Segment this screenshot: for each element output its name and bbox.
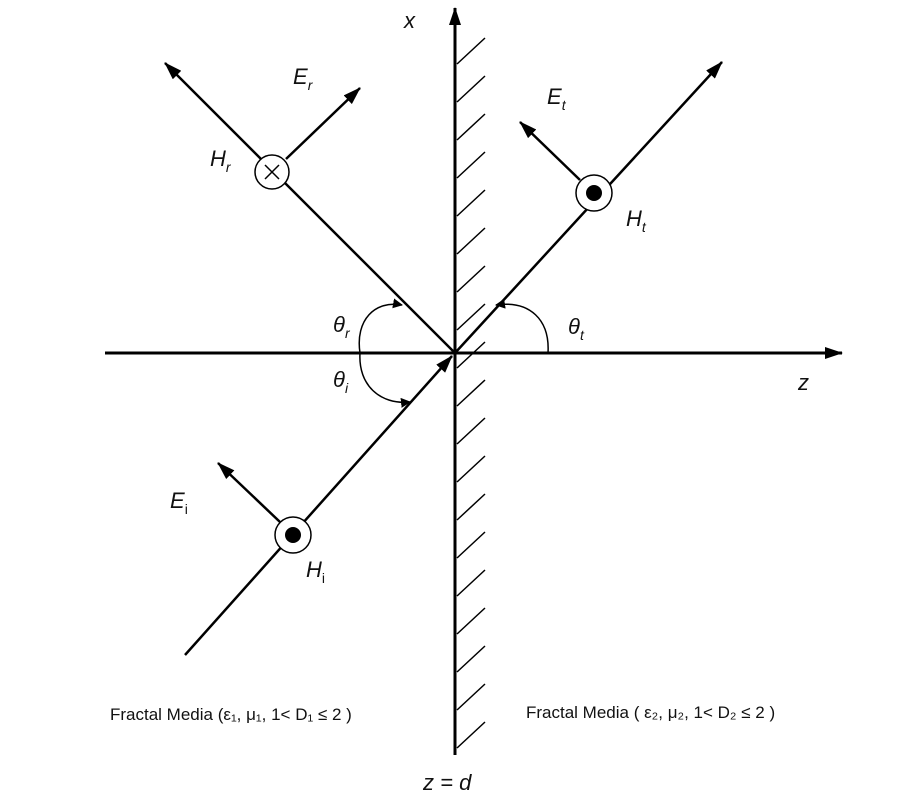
reflected-E-label: Er — [293, 64, 314, 93]
theta-i-arc — [359, 352, 411, 408]
incident-ray — [184, 355, 453, 656]
incident-H-out-of-page-icon — [274, 516, 312, 554]
incident-E-label: Ei — [170, 488, 188, 517]
hatch-line — [456, 341, 486, 369]
label-sub: i — [185, 501, 188, 517]
hatch-line — [456, 531, 486, 559]
theta-t-label: θt — [568, 314, 585, 343]
label-main: θ — [333, 367, 345, 392]
reflected-ray — [164, 62, 456, 354]
label-sub: i — [322, 570, 325, 586]
reflected-H-label: Hr — [210, 146, 232, 175]
label-main: H — [210, 146, 226, 171]
hatch-line — [456, 455, 486, 483]
transmitted-H-label: Ht — [626, 206, 647, 235]
left-medium-label: Fractal Media (ε₁, μ₁, 1< D₁ ≤ 2 ) — [110, 705, 352, 724]
hatch-line — [456, 493, 486, 521]
hatch-line — [456, 303, 486, 331]
label-sub: r — [226, 159, 232, 175]
label-sub: t — [642, 219, 647, 235]
label-sub: t — [562, 97, 567, 113]
boundary-hatching — [456, 37, 486, 749]
z-axis-label: z — [797, 370, 809, 395]
hatch-line — [456, 645, 486, 673]
transmitted-E-label: Et — [547, 84, 567, 113]
label-main: θ — [333, 312, 345, 337]
incident-E-arrow — [217, 462, 281, 523]
x-axis-label: x — [403, 8, 416, 33]
transmitted-E-arrow — [519, 121, 581, 181]
label-main: E — [170, 488, 185, 513]
label-sub: i — [345, 380, 349, 396]
right-medium-label: Fractal Media ( ε₂, μ₂, 1< D₂ ≤ 2 ) — [526, 703, 775, 722]
reflected-H-into-page-icon — [254, 154, 290, 190]
hatch-line — [456, 151, 486, 179]
theta-r-arc — [358, 298, 403, 354]
label-main: H — [626, 206, 642, 231]
hatch-line — [456, 37, 486, 65]
label-sub: r — [308, 77, 314, 93]
hatch-line — [456, 721, 486, 749]
hatch-line — [456, 189, 486, 217]
label-sub: t — [580, 327, 585, 343]
label-main: H — [306, 557, 322, 582]
hatch-line — [456, 75, 486, 103]
hatch-line — [456, 417, 486, 445]
theta-i-label: θi — [333, 367, 349, 396]
incident-H-label: Hi — [306, 557, 325, 586]
hatch-line — [456, 265, 486, 293]
hatch-line — [456, 607, 486, 635]
theta-t-arc — [495, 298, 549, 354]
hatch-line — [456, 379, 486, 407]
label-main: θ — [568, 314, 580, 339]
hatch-line — [456, 113, 486, 141]
label-main: E — [293, 64, 308, 89]
reflected-E-arrow — [285, 87, 361, 160]
hatch-line — [456, 569, 486, 597]
transmitted-H-out-of-page-icon — [575, 174, 613, 212]
label-main: E — [547, 84, 562, 109]
hatch-line — [456, 227, 486, 255]
hatch-line — [456, 683, 486, 711]
boundary-label: z = d — [422, 770, 472, 795]
label-sub: r — [345, 325, 351, 341]
theta-r-label: θr — [333, 312, 351, 341]
